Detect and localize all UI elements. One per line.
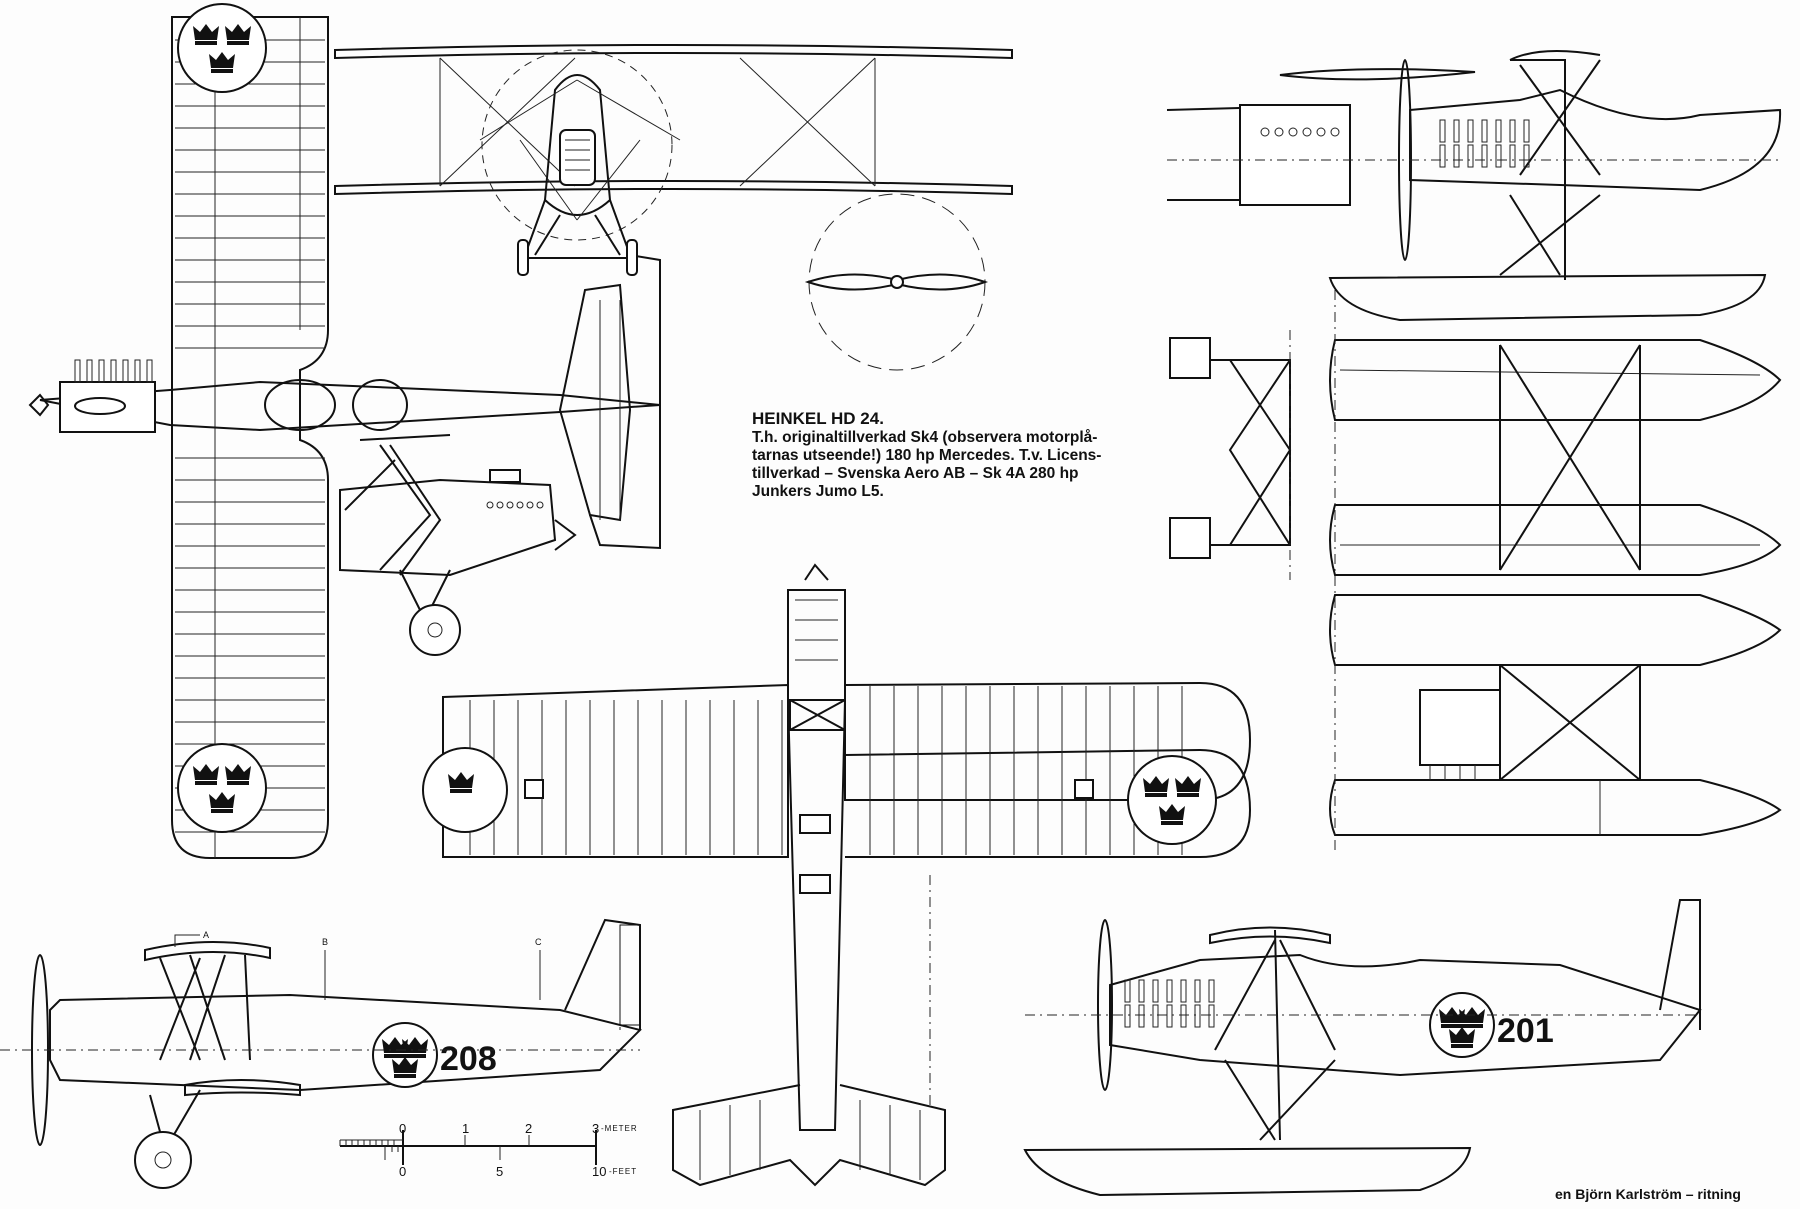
line-detail: [1194, 1004, 1201, 1028]
seaplane-front-view: [1169, 330, 1292, 580]
side-view-seaplane: 201: [1023, 899, 1702, 1197]
line-detail: [1316, 127, 1326, 137]
line-detail: [110, 359, 117, 383]
meter-tick-1: 1: [462, 1121, 469, 1136]
line-detail: [1467, 144, 1474, 168]
line-detail: [1288, 127, 1298, 137]
line-detail: [1180, 1004, 1187, 1028]
landplane-serial-number: 208: [440, 1040, 497, 1078]
caption-line: Junkers Jumo L5.: [752, 483, 884, 500]
line-detail: [1481, 119, 1488, 143]
line-detail: [122, 359, 129, 383]
line-detail: [1330, 127, 1340, 137]
line-detail: [1166, 1004, 1173, 1028]
line-detail: [1124, 1004, 1131, 1028]
seaplane-side-upper: [1166, 50, 1783, 322]
line-detail: [1152, 979, 1159, 1003]
line-detail: [86, 359, 93, 383]
line-detail: [1481, 144, 1488, 168]
plan-view-center: [422, 563, 1252, 1187]
caption-line: tarnas utseende!) 180 hp Mercedes. T.v. …: [752, 447, 1102, 464]
plan-view-left: [28, 4, 661, 859]
line-detail: [1260, 127, 1270, 137]
line-detail: [1523, 144, 1530, 168]
line-detail: [1274, 127, 1284, 137]
line-detail: [1495, 119, 1502, 143]
caption-title: HEINKEL HD 24.: [752, 409, 884, 428]
line-detail: [526, 501, 534, 509]
meter-unit: -METER: [601, 1124, 638, 1133]
section-label-c: C: [535, 937, 542, 947]
line-detail: [516, 501, 524, 509]
line-detail: [1495, 144, 1502, 168]
feet-tick-0: 0: [399, 1164, 406, 1179]
front-view: [334, 44, 1013, 276]
line-detail: [1523, 119, 1530, 143]
line-detail: [1439, 144, 1446, 168]
line-detail: [1467, 119, 1474, 143]
line-detail: [1453, 144, 1460, 168]
caption-line: tillverkad – Svenska Aero AB – Sk 4A 280…: [752, 465, 1079, 482]
feet-tick-10: 10: [592, 1164, 606, 1179]
line-detail: [1166, 979, 1173, 1003]
line-detail: [496, 501, 504, 509]
propeller-view: [804, 193, 989, 371]
line-detail: [1453, 119, 1460, 143]
line-detail: [1208, 979, 1215, 1003]
meter-tick-2: 2: [525, 1121, 532, 1136]
seaplane-serial-number: 201: [1497, 1012, 1554, 1050]
artist-credit: en Björn Karlström – ritning: [1555, 1186, 1741, 1202]
line-detail: [1509, 119, 1516, 143]
line-detail: [1302, 127, 1312, 137]
line-detail: [134, 359, 141, 383]
side-view-landplane: 208 A B C: [0, 918, 642, 1189]
line-detail: [146, 359, 153, 383]
section-label-b: B: [322, 937, 328, 947]
line-detail: [486, 501, 494, 509]
meter-tick-3: 3: [592, 1121, 599, 1136]
side-view-upper-small: [339, 434, 577, 656]
meter-tick-0: 0: [399, 1121, 406, 1136]
line-detail: [1208, 1004, 1215, 1028]
floats-plan-view: [1329, 290, 1782, 850]
scale-bar: 0 1 2 3 -METER 0 5 10 -FEET: [339, 1121, 638, 1179]
line-detail: [1124, 979, 1131, 1003]
feet-unit: -FEET: [609, 1167, 637, 1176]
line-detail: [1180, 979, 1187, 1003]
caption-line: T.h. originaltillverkad Sk4 (observera m…: [752, 429, 1098, 446]
line-detail: [1194, 979, 1201, 1003]
line-detail: [1509, 144, 1516, 168]
line-detail: [536, 501, 544, 509]
drawing-caption: HEINKEL HD 24. T.h. originaltillverkad S…: [752, 410, 1132, 501]
line-detail: [1152, 1004, 1159, 1028]
line-detail: [98, 359, 105, 383]
line-detail: [1439, 119, 1446, 143]
section-label-a: A: [203, 930, 209, 940]
line-detail: [506, 501, 514, 509]
line-detail: [1138, 979, 1145, 1003]
feet-tick-5: 5: [496, 1164, 503, 1179]
line-detail: [74, 359, 81, 383]
line-detail: [1138, 1004, 1145, 1028]
